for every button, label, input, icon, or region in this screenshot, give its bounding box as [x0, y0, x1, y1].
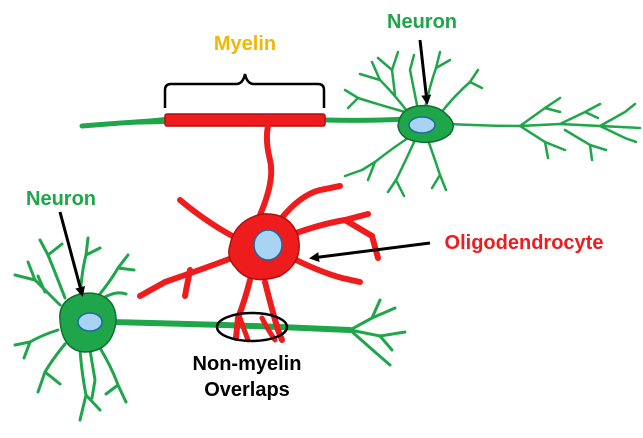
oligodendrocyte-nucleus [254, 230, 282, 260]
label-overlap-line2: Overlaps [204, 379, 290, 401]
arrow-left-neuron [60, 212, 82, 294]
myelin-sheath [165, 114, 325, 126]
left-neuron-axon [110, 322, 350, 330]
label-neuron-top: Neuron [387, 11, 457, 33]
arrow-top-neuron [420, 40, 427, 102]
label-oligodendrocyte: Oligodendrocyte [445, 232, 604, 254]
top-neuron-nucleus [409, 117, 435, 133]
left-neuron-nucleus [78, 313, 102, 331]
oligodendrocyte [140, 126, 378, 340]
myelin-bracket [165, 74, 324, 108]
label-neuron-left: Neuron [26, 188, 96, 210]
label-overlap-line1: Non-myelin [193, 353, 302, 375]
arrow-oligodendrocyte [312, 243, 430, 258]
top-neuron-dendrites [345, 52, 640, 196]
label-myelin: Myelin [214, 33, 276, 55]
